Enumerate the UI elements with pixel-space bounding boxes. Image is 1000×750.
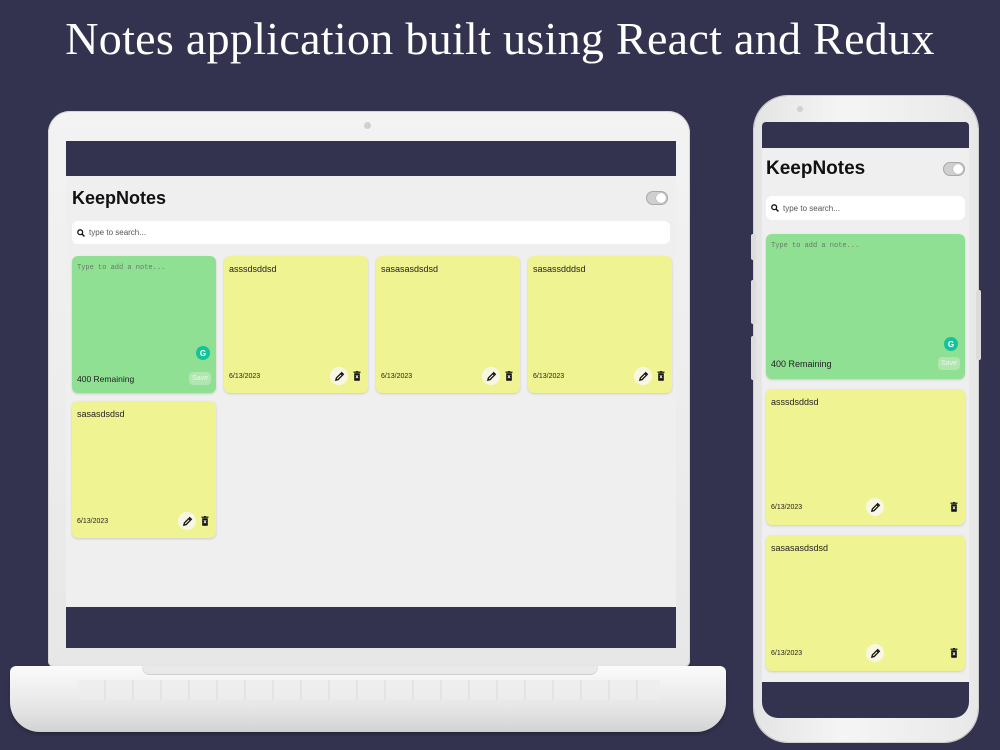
pencil-icon[interactable]: [866, 644, 885, 662]
note-meta: 6/13/2023: [229, 367, 349, 385]
note-footer: 6/13/2023: [72, 512, 216, 538]
toggle-knob: [953, 164, 963, 174]
trash-icon[interactable]: [948, 500, 960, 514]
pencil-icon[interactable]: [866, 498, 885, 516]
note-text: sasasdsdsd: [77, 409, 125, 419]
pencil-icon[interactable]: [482, 367, 501, 385]
note-text: asssdsddsd: [229, 264, 277, 274]
note-meta: 6/13/2023: [771, 644, 885, 662]
phone-volume-button: [751, 336, 756, 380]
note-footer: 6/13/2023: [376, 367, 520, 393]
new-note-textarea[interactable]: Type to add a note...: [771, 242, 860, 250]
phone-screen: KeepNotes Type to add a note... G 400 Re…: [762, 122, 969, 718]
phone-app: KeepNotes Type to add a note... G 400 Re…: [762, 148, 969, 682]
note-date: 6/13/2023: [77, 517, 109, 525]
pencil-icon[interactable]: [178, 512, 197, 530]
app-title: KeepNotes: [766, 158, 866, 179]
note-card: sasasasdsdsd 6/13/2023: [766, 535, 965, 671]
note-text: sasasasdsdsd: [381, 264, 439, 274]
search-icon: [77, 228, 85, 237]
note-text: sasassdddsd: [533, 264, 586, 274]
save-button[interactable]: Save: [189, 372, 211, 385]
grammarly-icon[interactable]: G: [196, 346, 210, 360]
remaining-count: 400 Remaining: [77, 373, 135, 384]
note-meta: 6/13/2023: [533, 367, 653, 385]
note-date: 6/13/2023: [771, 649, 803, 657]
new-note-footer: 400 Remaining Save: [72, 372, 216, 393]
search-input[interactable]: [783, 203, 965, 213]
app-header: KeepNotes: [72, 186, 670, 210]
note-card: sasasdsdsd 6/13/2023: [72, 401, 216, 538]
laptop-camera: [364, 122, 371, 129]
app-header: KeepNotes: [766, 153, 965, 185]
new-note-card[interactable]: Type to add a note... G 400 Remaining Sa…: [72, 256, 216, 393]
phone-volume-button: [751, 234, 756, 260]
remaining-count: 400 Remaining: [771, 358, 832, 369]
search-input[interactable]: [89, 228, 670, 237]
grammarly-glyph: G: [199, 348, 207, 358]
laptop-app: KeepNotes Type to add a note... G 400 Re…: [66, 176, 676, 607]
toggle-knob: [656, 193, 666, 203]
page-headline: Notes application built using React and …: [65, 13, 935, 64]
phone-camera: [797, 106, 803, 112]
note-footer: 6/13/2023: [766, 644, 965, 671]
note-footer: 6/13/2023: [766, 498, 965, 525]
pencil-icon[interactable]: [634, 367, 653, 385]
note-card: asssdsddsd 6/13/2023: [766, 389, 965, 525]
search-bar: [72, 221, 670, 244]
note-date: 6/13/2023: [229, 372, 261, 380]
search-icon: [771, 204, 779, 212]
note-meta: 6/13/2023: [381, 367, 501, 385]
phone-volume-button: [751, 280, 756, 324]
trash-icon[interactable]: [351, 369, 363, 383]
new-note-footer: 400 Remaining Save: [766, 357, 965, 379]
new-note-textarea[interactable]: Type to add a note...: [77, 264, 166, 272]
app-title: KeepNotes: [72, 187, 167, 208]
note-text: sasasasdsdsd: [771, 543, 829, 553]
theme-toggle[interactable]: [943, 162, 965, 176]
trash-icon[interactable]: [199, 514, 211, 528]
note-card: asssdsddsd 6/13/2023: [224, 256, 368, 393]
save-button[interactable]: Save: [938, 357, 960, 370]
notes-grid: Type to add a note... G 400 Remaining Sa…: [72, 256, 672, 538]
theme-toggle[interactable]: [646, 191, 668, 205]
note-meta: 6/13/2023: [771, 498, 885, 516]
note-text: asssdsddsd: [771, 397, 819, 407]
laptop-screen: KeepNotes Type to add a note... G 400 Re…: [66, 141, 676, 648]
laptop-keyboard: [78, 680, 660, 700]
trash-icon[interactable]: [948, 646, 960, 660]
search-bar: [766, 196, 965, 220]
note-footer: 6/13/2023: [224, 367, 368, 393]
phone-mockup: KeepNotes Type to add a note... G 400 Re…: [751, 96, 981, 742]
new-note-card[interactable]: Type to add a note... G 400 Remaining Sa…: [766, 234, 965, 379]
note-card: sasasasdsdsd 6/13/2023: [376, 256, 520, 393]
note-card: sasassdddsd 6/13/2023: [528, 256, 672, 393]
grammarly-glyph: G: [947, 339, 955, 349]
note-date: 6/13/2023: [533, 372, 565, 380]
note-meta: 6/13/2023: [77, 512, 197, 530]
grammarly-icon[interactable]: G: [944, 337, 958, 351]
note-date: 6/13/2023: [381, 372, 413, 380]
notes-list: Type to add a note... G 400 Remaining Sa…: [766, 234, 965, 671]
trash-icon[interactable]: [655, 369, 667, 383]
phone-power-button: [976, 290, 981, 360]
note-footer: 6/13/2023: [528, 367, 672, 393]
note-date: 6/13/2023: [771, 503, 803, 511]
laptop-hinge: [142, 666, 598, 675]
pencil-icon[interactable]: [330, 367, 349, 385]
trash-icon[interactable]: [503, 369, 515, 383]
laptop-mockup: KeepNotes Type to add a note... G 400 Re…: [48, 111, 690, 667]
